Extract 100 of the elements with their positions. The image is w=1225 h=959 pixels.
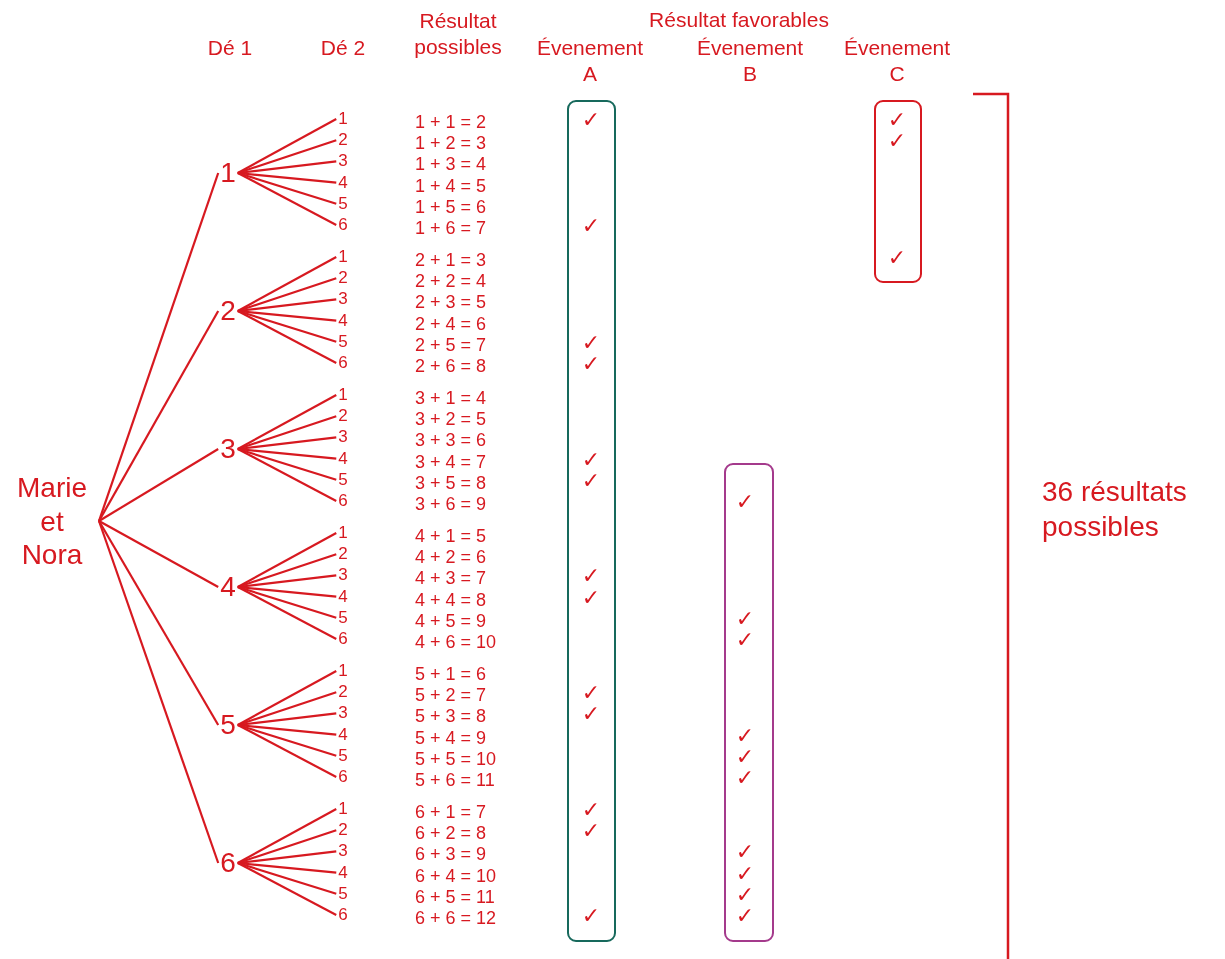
tree-branch bbox=[237, 586, 337, 640]
tree-branch bbox=[237, 808, 337, 864]
sum-result: 6 + 5 = 11 bbox=[415, 885, 495, 909]
sum-result: 1 + 1 = 2 bbox=[415, 110, 487, 134]
sum-result: 6 + 6 = 12 bbox=[415, 906, 497, 930]
die-two-value: 2 bbox=[338, 130, 348, 151]
tree-branch bbox=[237, 585, 337, 619]
tree-branch bbox=[237, 723, 337, 757]
root-label: Marie et Nora bbox=[7, 470, 97, 572]
tree-branch bbox=[98, 448, 219, 522]
column-header: Résultat favorables bbox=[649, 6, 829, 33]
die-one-value: 3 bbox=[220, 432, 236, 466]
column-header: Dé 2 bbox=[320, 34, 366, 61]
die-two-value: 4 bbox=[338, 586, 348, 607]
sum-result: 1 + 5 = 6 bbox=[415, 195, 487, 219]
sum-result: 5 + 3 = 8 bbox=[415, 705, 487, 728]
sum-result: 2 + 3 = 5 bbox=[415, 291, 487, 314]
check-mark: ✓ bbox=[887, 247, 907, 269]
column-header: Dé 1 bbox=[207, 34, 253, 61]
die-two-value: 1 bbox=[338, 108, 348, 130]
check-mark: ✓ bbox=[735, 724, 755, 747]
die-two-value: 6 bbox=[338, 904, 348, 926]
die-two-value: 5 bbox=[338, 331, 348, 352]
check-mark: ✓ bbox=[735, 629, 755, 651]
check-mark: ✓ bbox=[887, 109, 907, 131]
die-one-value: 2 bbox=[220, 294, 236, 328]
tree-branch bbox=[237, 309, 337, 343]
sum-result: 2 + 4 = 6 bbox=[415, 312, 487, 335]
sum-result: 6 + 3 = 9 bbox=[415, 843, 487, 866]
check-mark: ✓ bbox=[581, 448, 601, 471]
die-two-value: 3 bbox=[338, 703, 348, 724]
die-two-value: 5 bbox=[338, 193, 348, 214]
tree-branch bbox=[237, 532, 337, 588]
die-one-value: 5 bbox=[220, 708, 236, 742]
die-two-value: 4 bbox=[338, 724, 348, 745]
check-mark: ✓ bbox=[735, 841, 755, 864]
check-mark: ✓ bbox=[735, 745, 755, 768]
check-mark: ✓ bbox=[735, 905, 755, 927]
sum-result: 3 + 5 = 8 bbox=[415, 471, 487, 495]
sum-result: 1 + 4 = 5 bbox=[415, 174, 487, 197]
event-box bbox=[724, 463, 774, 942]
tree-branch bbox=[237, 171, 337, 205]
check-mark: ✓ bbox=[581, 799, 601, 821]
die-two-value: 1 bbox=[338, 522, 348, 544]
sum-result: 2 + 1 = 3 bbox=[415, 248, 487, 272]
sum-result: 4 + 4 = 8 bbox=[415, 588, 487, 611]
sum-result: 3 + 3 = 6 bbox=[415, 429, 487, 452]
tree-branch bbox=[98, 310, 220, 522]
column-header: Évenement A bbox=[536, 34, 644, 87]
sum-result: 2 + 2 = 4 bbox=[415, 269, 487, 293]
die-two-value: 6 bbox=[338, 214, 348, 236]
sum-result: 5 + 5 = 10 bbox=[415, 747, 497, 771]
sum-result: 3 + 2 = 5 bbox=[415, 407, 487, 431]
sum-result: 5 + 2 = 7 bbox=[415, 683, 487, 707]
die-two-value: 3 bbox=[338, 841, 348, 862]
sum-result: 6 + 1 = 7 bbox=[415, 800, 487, 824]
tree-branch bbox=[237, 310, 337, 364]
die-two-value: 1 bbox=[338, 246, 348, 268]
check-mark: ✓ bbox=[735, 491, 755, 513]
die-two-value: 1 bbox=[338, 384, 348, 406]
check-mark: ✓ bbox=[581, 682, 601, 705]
die-two-value: 1 bbox=[338, 660, 348, 682]
tree-branch bbox=[237, 447, 337, 460]
tree-branch bbox=[237, 277, 337, 313]
tree-branch bbox=[237, 448, 337, 502]
sum-result: 3 + 4 = 7 bbox=[415, 450, 487, 473]
sum-result: 1 + 3 = 4 bbox=[415, 153, 487, 176]
check-mark: ✓ bbox=[581, 331, 601, 354]
tree-branch bbox=[237, 723, 337, 736]
die-two-value: 3 bbox=[338, 427, 348, 448]
die-two-value: 3 bbox=[338, 565, 348, 586]
die-one-value: 6 bbox=[220, 846, 236, 880]
tree-branch bbox=[237, 172, 337, 226]
die-two-value: 3 bbox=[338, 151, 348, 172]
sum-result: 4 + 2 = 6 bbox=[415, 545, 487, 569]
tree-branch bbox=[237, 724, 337, 778]
tree-branch bbox=[237, 447, 337, 481]
die-two-value: 4 bbox=[338, 172, 348, 193]
die-two-value: 4 bbox=[338, 310, 348, 331]
tree-branch bbox=[237, 691, 337, 727]
check-mark: ✓ bbox=[581, 586, 601, 609]
die-two-value: 2 bbox=[338, 544, 348, 565]
die-two-value: 6 bbox=[338, 352, 348, 374]
check-mark: ✓ bbox=[735, 607, 755, 630]
tree-branch bbox=[237, 862, 337, 916]
tree-branch bbox=[237, 829, 337, 865]
check-mark: ✓ bbox=[581, 215, 601, 237]
die-two-value: 5 bbox=[338, 745, 348, 766]
tree-branch bbox=[237, 861, 337, 874]
sum-result: 1 + 6 = 7 bbox=[415, 216, 487, 240]
sum-result: 2 + 6 = 8 bbox=[415, 354, 487, 378]
check-mark: ✓ bbox=[581, 905, 601, 927]
sum-result: 6 + 4 = 10 bbox=[415, 864, 497, 887]
sum-result: 4 + 6 = 10 bbox=[415, 630, 497, 654]
die-two-value: 4 bbox=[338, 862, 348, 883]
tree-branch bbox=[97, 520, 220, 864]
tree-branch bbox=[237, 553, 337, 589]
tree-branch bbox=[237, 309, 337, 322]
check-mark: ✓ bbox=[887, 130, 907, 153]
check-mark: ✓ bbox=[581, 820, 601, 843]
